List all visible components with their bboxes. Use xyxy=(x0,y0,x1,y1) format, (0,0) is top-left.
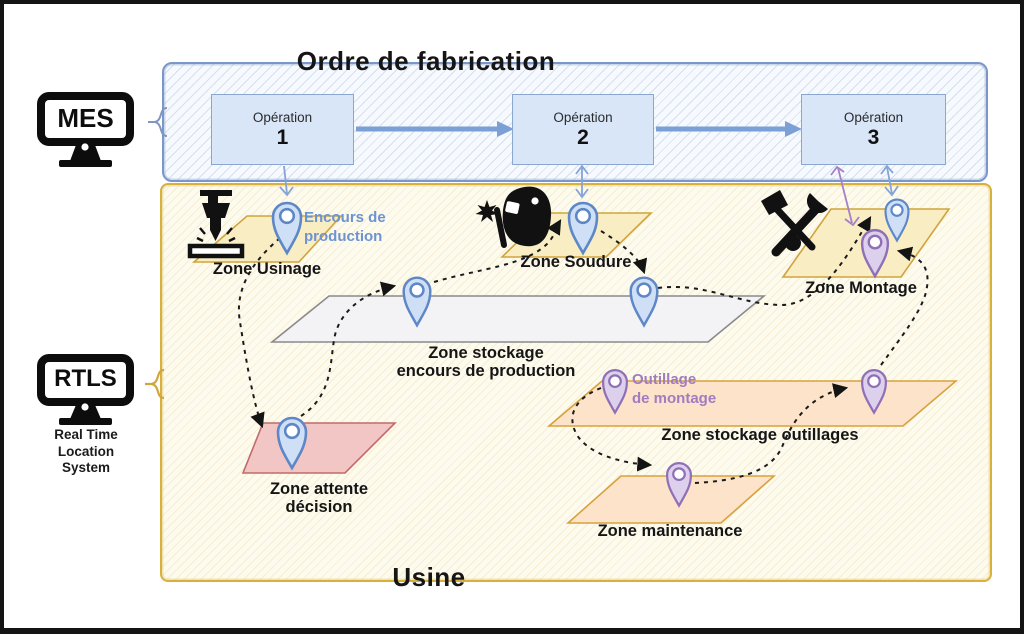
zone-attente-label: Zone attente décision xyxy=(269,480,369,516)
rtls-label: RTLS xyxy=(54,365,117,392)
zone-stockage-encours-shape xyxy=(269,295,767,343)
path-soudure-to-stockage xyxy=(600,230,648,275)
zone-maintenance-shape xyxy=(565,475,777,524)
rtls-monitor-icon xyxy=(37,354,134,425)
path-stockage-to-montage xyxy=(657,216,872,307)
operation-3-number: 3 xyxy=(867,125,880,149)
mes-monitor-icon xyxy=(37,92,134,167)
operation-1-box: Opération 1 xyxy=(211,94,354,165)
operation-2-box: Opération 2 xyxy=(512,94,654,165)
operation-1-label: Opération xyxy=(252,109,313,125)
connector-op2-soudure xyxy=(575,164,589,199)
zone-usinage-label: Zone Usinage xyxy=(212,260,322,278)
milling-machine-icon xyxy=(187,190,245,259)
operation-flow-arrows xyxy=(356,121,802,137)
zone-stockage-outillages-label: Zone stockage outillages xyxy=(661,426,859,444)
mes-brace xyxy=(148,107,168,137)
tools-icon xyxy=(761,190,828,257)
path-stockage-to-soudure xyxy=(433,219,562,283)
operation-3-box: Opération 3 xyxy=(801,94,946,165)
zone-stockage-outillages-shape xyxy=(546,380,959,427)
diagram-graphics xyxy=(37,92,959,524)
welding-helmet-icon xyxy=(475,186,552,248)
zone-stockage-encours-label: Zone stockage encours de production xyxy=(396,344,576,380)
rtls-brace xyxy=(145,368,165,400)
path-attente-to-stockage xyxy=(300,281,397,417)
operation-3-label: Opération xyxy=(843,109,904,125)
zone-montage-label: Zone Montage xyxy=(805,279,917,297)
zone-maintenance-label: Zone maintenance xyxy=(597,522,743,540)
zone-attente-shape xyxy=(241,422,397,474)
order-title: Ordre de fabrication xyxy=(296,46,556,76)
factory-title: Usine xyxy=(392,562,466,592)
rtls-subtitle: Real Time Location System xyxy=(54,427,118,475)
operation-2-label: Opération xyxy=(553,109,613,125)
path-outillage-to-maintenance xyxy=(571,387,653,472)
mes-pin-connectors xyxy=(279,164,899,199)
connector-op3-montage-purple xyxy=(830,165,860,227)
dashed-paths xyxy=(237,216,929,484)
spark-icon xyxy=(475,200,499,222)
connector-op1-usinage xyxy=(279,165,294,197)
zone-soudure-label: Zone Soudure xyxy=(520,253,632,271)
connector-op3-montage-blue xyxy=(880,164,899,197)
operation-2-number: 2 xyxy=(577,125,589,149)
outillage-tag: Outillage de montage xyxy=(632,371,717,407)
path-outillage-to-montage xyxy=(880,246,929,366)
encours-tag: Encours de production xyxy=(304,209,386,245)
operation-1-number: 1 xyxy=(276,125,289,149)
mes-label: MES xyxy=(57,103,114,133)
